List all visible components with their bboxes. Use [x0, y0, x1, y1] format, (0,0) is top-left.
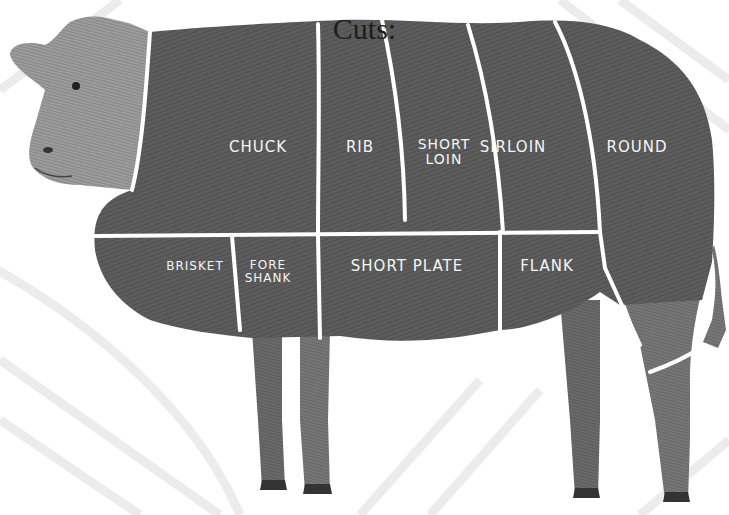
cut-region: FLANK — [510, 254, 584, 278]
cut-label: SIRLOIN — [480, 139, 547, 156]
cut-region: ROUND — [598, 135, 676, 159]
cut-label: CHUCK — [229, 139, 287, 156]
cow-body — [94, 20, 714, 341]
cut-region: CHUCK — [213, 135, 303, 159]
cut-label: BRISKET — [166, 259, 224, 273]
cut-label: ROUND — [607, 139, 668, 156]
cut-region: BRISKET — [156, 254, 234, 278]
cut-region: SIRLOIN — [474, 135, 552, 159]
cut-label: RIB — [346, 139, 374, 156]
cow-head — [10, 16, 150, 190]
cut-region: SHORT PLATE — [332, 254, 482, 278]
cut-label: SHORT LOIN — [412, 137, 476, 167]
cut-label: FLANK — [520, 258, 574, 275]
cut-label: FORE SHANK — [240, 259, 296, 285]
cut-dividers — [95, 20, 705, 372]
cut-region: FORE SHANK — [240, 252, 296, 292]
cut-region: SHORT LOIN — [412, 132, 476, 172]
cut-region: RIB — [332, 135, 388, 159]
cut-label: SHORT PLATE — [351, 258, 463, 275]
diagram-title: Cuts: — [0, 12, 729, 46]
